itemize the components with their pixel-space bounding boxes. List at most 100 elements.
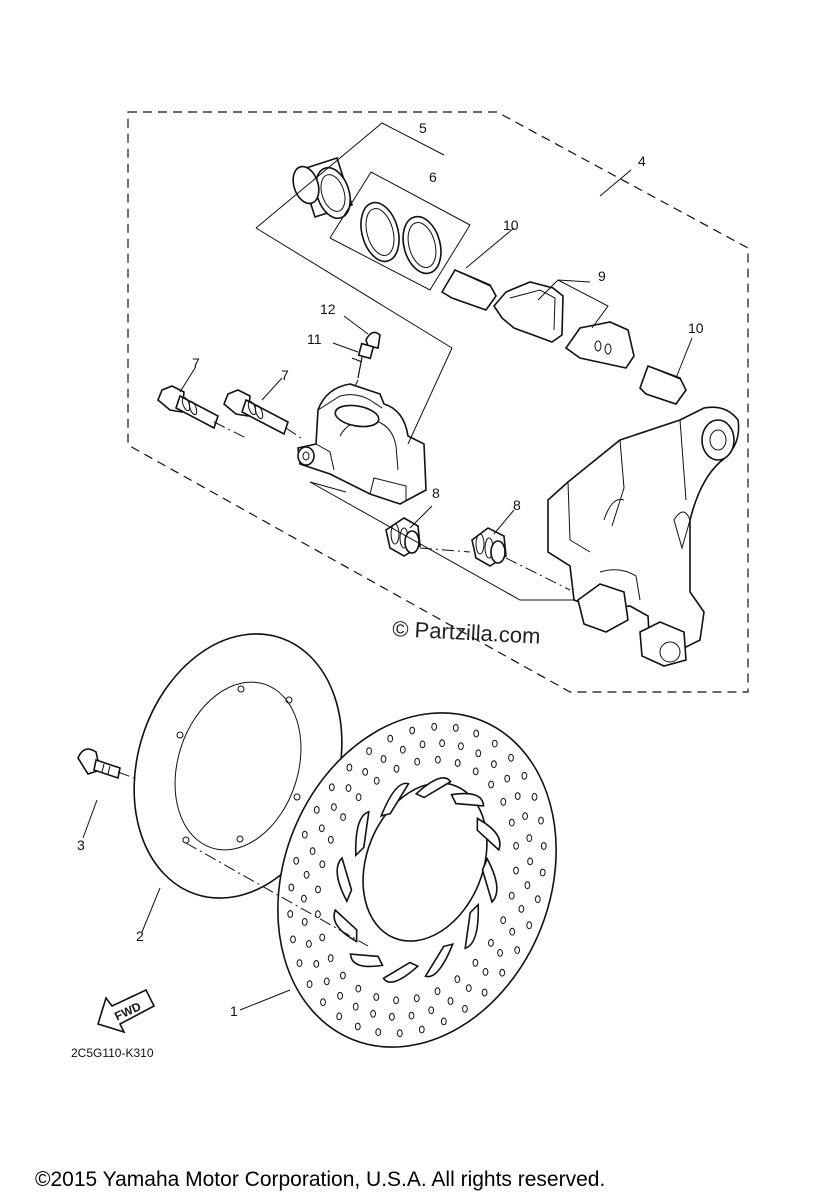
rotor-hole bbox=[514, 792, 521, 800]
rotor-hole bbox=[331, 803, 337, 811]
rotor-hole bbox=[475, 749, 482, 758]
rotor-hole bbox=[288, 883, 295, 892]
rotor-hole bbox=[362, 768, 369, 776]
rotor-hole bbox=[336, 1012, 343, 1021]
rotor-hole bbox=[301, 894, 307, 903]
brake-pad-shim-upper bbox=[440, 268, 497, 311]
rotor-hole bbox=[320, 998, 326, 1007]
rotor-hole bbox=[439, 739, 446, 748]
rotor-hole bbox=[303, 870, 310, 879]
callout-1: 1 bbox=[230, 1003, 238, 1019]
caliper-piston bbox=[292, 156, 354, 220]
callout-2: 2 bbox=[136, 928, 144, 944]
rotor-hole bbox=[340, 813, 347, 821]
rotor-hole bbox=[454, 759, 461, 767]
rotor-hole bbox=[346, 763, 353, 772]
rotor-hole bbox=[462, 1005, 468, 1013]
bleed-screw-cap bbox=[365, 331, 381, 349]
caliper-bracket bbox=[547, 406, 740, 667]
rotor-hole bbox=[355, 984, 362, 993]
rotor-slot bbox=[349, 953, 384, 968]
forward-direction-arrow: FWD bbox=[97, 988, 156, 1034]
rotor-hole bbox=[513, 841, 519, 850]
rotor-hole bbox=[327, 954, 334, 963]
rotor-hole bbox=[408, 1011, 415, 1020]
watermark: © Partzilla.com bbox=[392, 616, 541, 649]
callout-8-right: 8 bbox=[513, 497, 521, 513]
rotor-hole bbox=[497, 949, 504, 957]
rotor-hole bbox=[531, 793, 538, 801]
rotor-hole bbox=[491, 760, 497, 769]
piston-seal-kit bbox=[360, 201, 442, 275]
rotor-hole bbox=[393, 764, 400, 773]
caliper-body bbox=[297, 383, 427, 505]
rotor-hole bbox=[524, 881, 531, 890]
rotor-hole bbox=[370, 1009, 377, 1018]
rotor-hole bbox=[313, 960, 320, 968]
callout-10-upper: 10 bbox=[503, 217, 519, 233]
rotor-hole bbox=[290, 935, 296, 944]
rotor-slot bbox=[336, 856, 353, 904]
brake-pad-shim-lower bbox=[639, 364, 687, 405]
callout-8-left: 8 bbox=[432, 485, 440, 501]
rotor-hole bbox=[414, 757, 421, 766]
rotor-hole bbox=[527, 857, 533, 866]
rotor-hole bbox=[399, 745, 406, 754]
rotor-hole bbox=[396, 1029, 403, 1038]
rotor-hole bbox=[521, 771, 528, 780]
rotor-slot bbox=[481, 856, 498, 904]
rotor-slot bbox=[379, 782, 410, 818]
rotor-hole bbox=[472, 958, 479, 967]
rotor-hole bbox=[387, 734, 394, 743]
rotor-hole bbox=[409, 726, 416, 735]
rotor-slot bbox=[450, 792, 485, 807]
rotor-hole bbox=[328, 783, 335, 792]
brake-rotor bbox=[277, 712, 557, 1048]
rotor-hole bbox=[354, 1022, 361, 1031]
rotor-hole bbox=[454, 975, 461, 984]
rotor-hole bbox=[373, 993, 380, 1001]
rotor-hole bbox=[318, 824, 325, 833]
caliper-slide-pin-right bbox=[223, 389, 289, 436]
brake-pad-upper bbox=[492, 281, 564, 343]
rotor-hole bbox=[319, 933, 326, 942]
rotor-hole bbox=[313, 806, 320, 814]
rotor-hole bbox=[473, 729, 480, 738]
callout-6: 6 bbox=[429, 169, 437, 185]
callout-9: 9 bbox=[598, 268, 606, 284]
rotor-hole bbox=[340, 971, 346, 980]
rotor-hole bbox=[504, 774, 511, 783]
rotor-hole bbox=[319, 860, 326, 869]
rotor-hole bbox=[526, 921, 533, 930]
rotor-slot bbox=[354, 810, 370, 858]
rotor-hole bbox=[508, 891, 515, 900]
rotor-hole bbox=[488, 939, 494, 947]
rotor-hole bbox=[418, 1025, 425, 1034]
rotor-hole bbox=[355, 793, 362, 802]
rotor-hole bbox=[513, 866, 519, 875]
brake-disc-carrier bbox=[133, 633, 343, 899]
callout-7-right: 7 bbox=[281, 367, 289, 383]
rotor-hole bbox=[301, 918, 308, 926]
caliper-slide-pin-left bbox=[157, 385, 219, 430]
rotor-slot bbox=[464, 902, 480, 950]
rotor-hole bbox=[428, 1006, 435, 1015]
rotor-hole bbox=[315, 885, 321, 894]
rotor-hole bbox=[534, 895, 541, 904]
rotor-hole bbox=[538, 816, 544, 825]
rotor-hole bbox=[447, 997, 454, 1005]
rotor-hole bbox=[500, 797, 507, 806]
rotor-hole bbox=[508, 753, 514, 762]
rotor-hole bbox=[413, 994, 420, 1003]
rotor-hole bbox=[440, 1017, 447, 1026]
bleed-screw bbox=[351, 342, 375, 379]
rotor-hole bbox=[472, 767, 479, 776]
rotor-hole bbox=[306, 980, 313, 989]
callout-4: 4 bbox=[638, 153, 646, 169]
callout-11: 11 bbox=[307, 331, 322, 347]
rotor-hole bbox=[514, 946, 521, 954]
rotor-hole bbox=[465, 984, 472, 992]
rotor-hole bbox=[366, 747, 373, 755]
rotor-hole bbox=[431, 722, 438, 731]
